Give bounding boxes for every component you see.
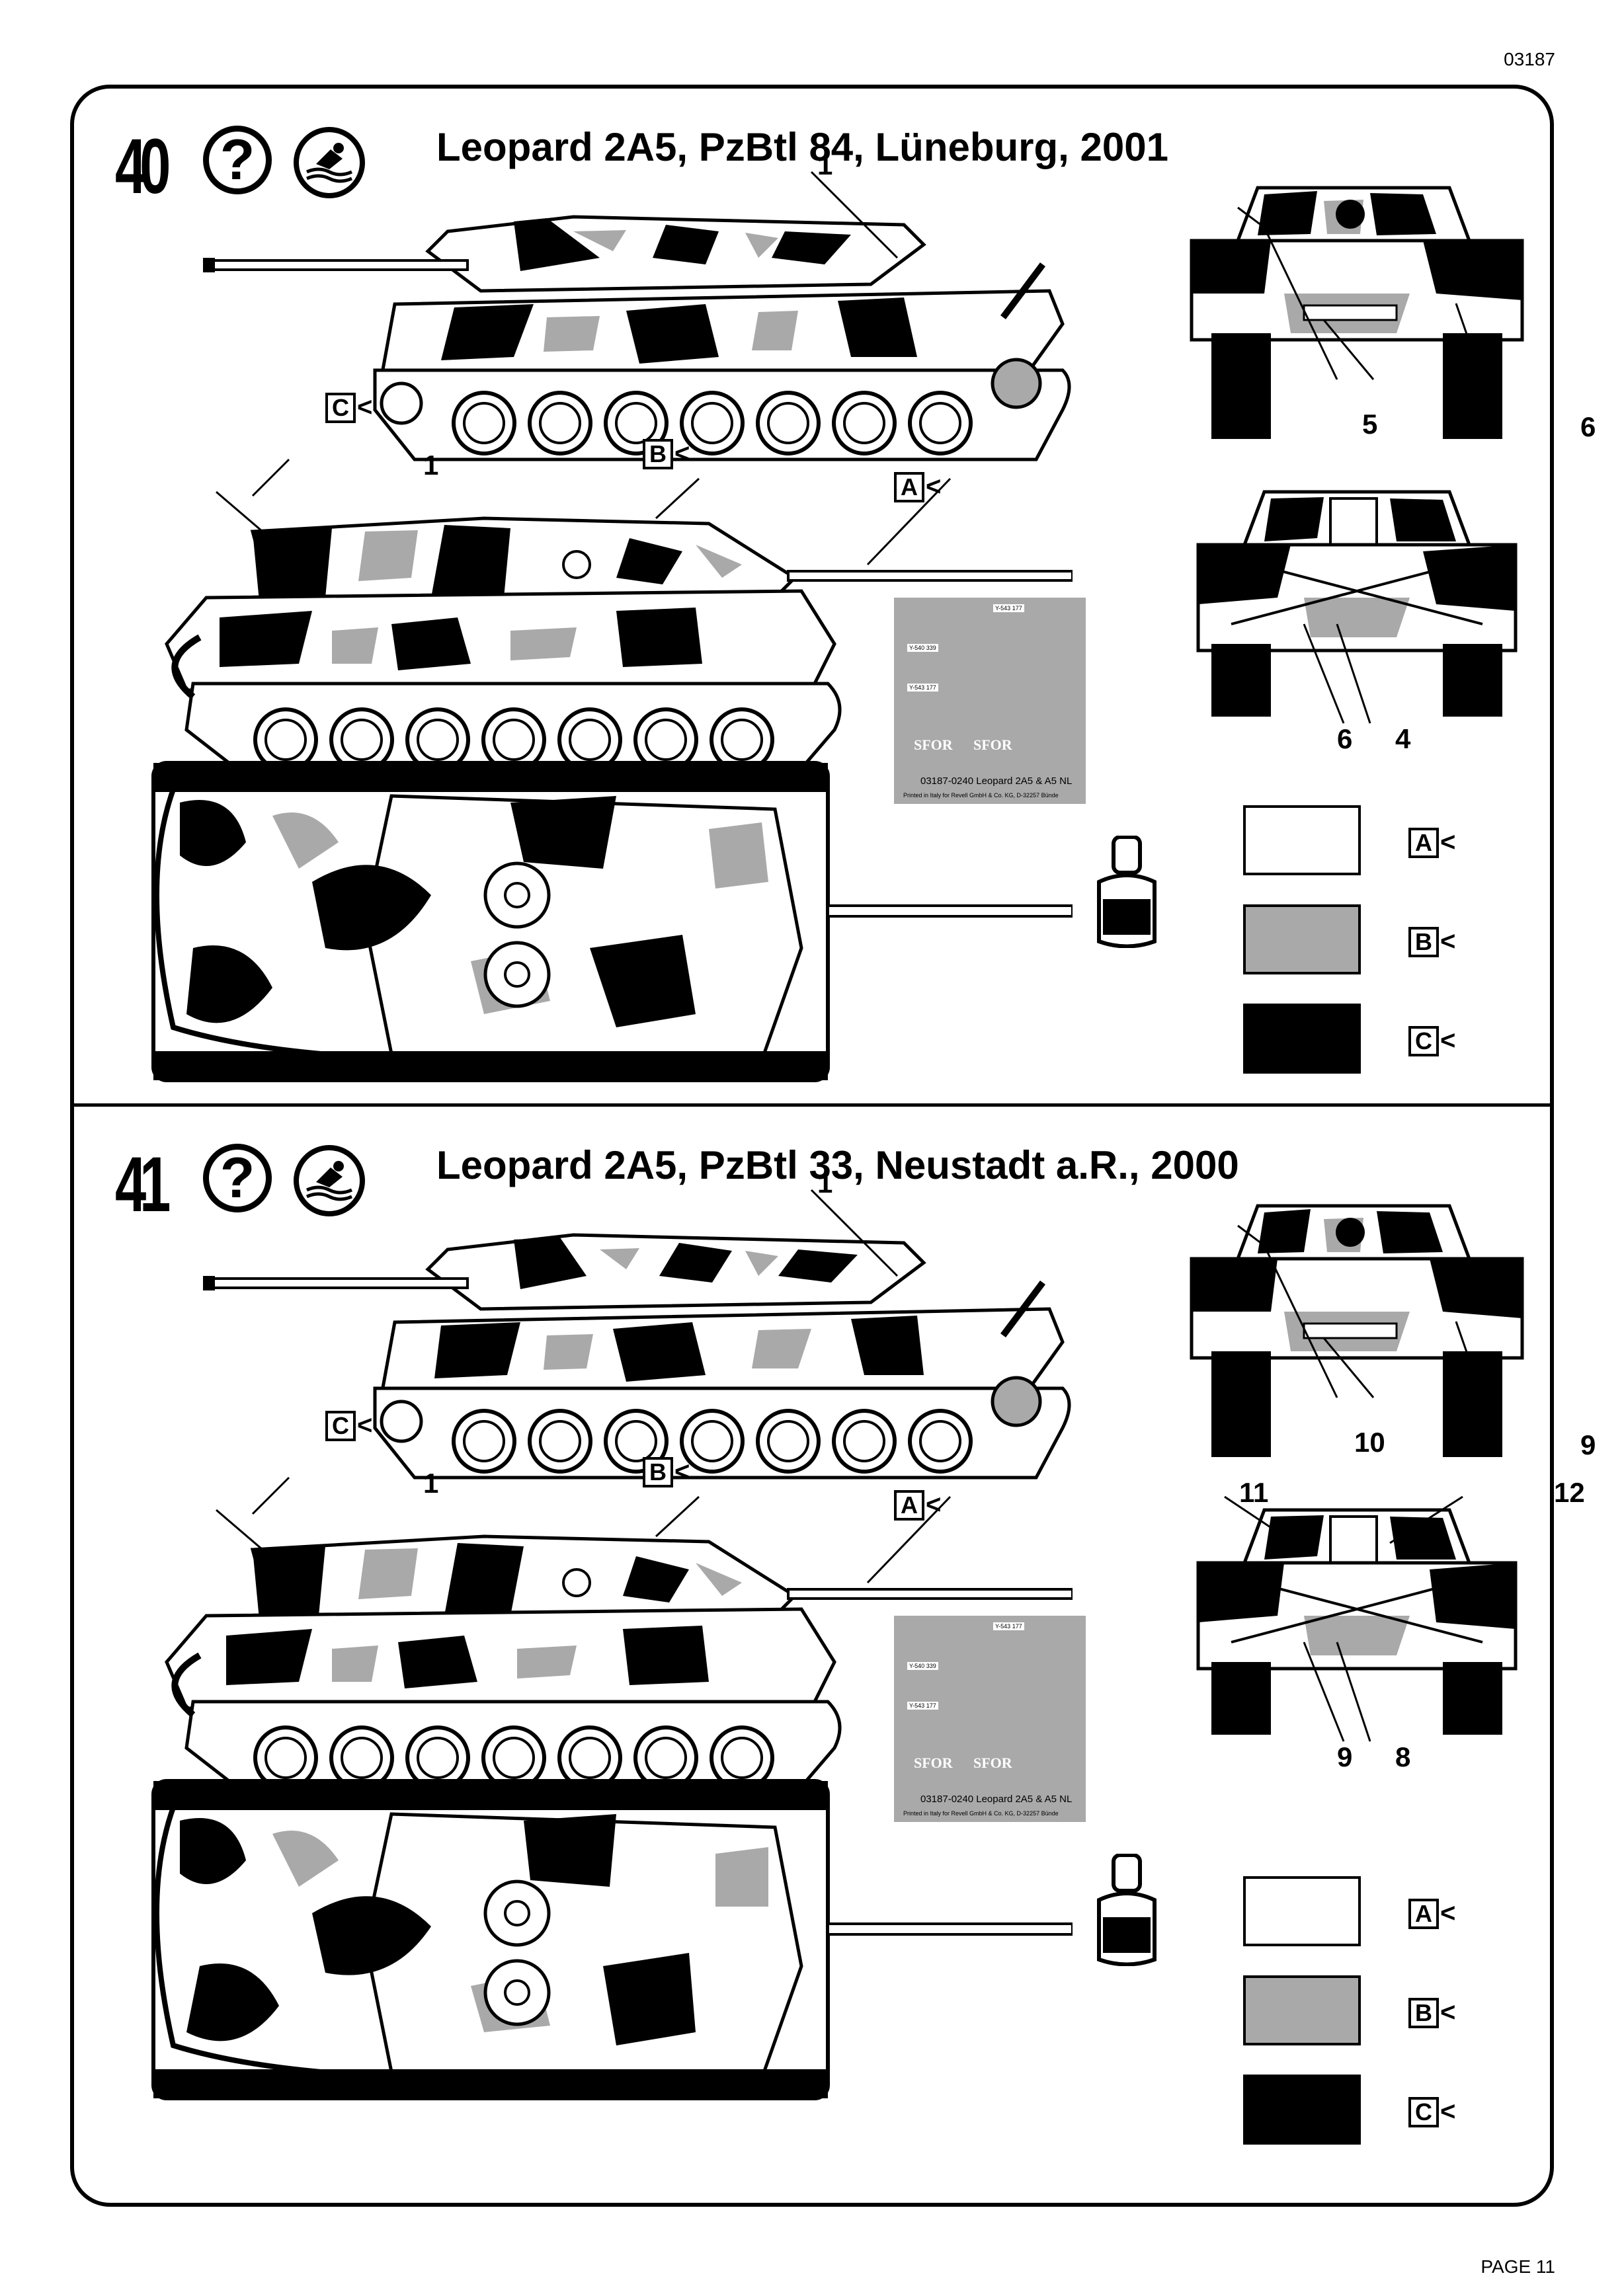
paint-code: B — [643, 1457, 673, 1487]
decal-callout-9: 9 — [1337, 1741, 1353, 1772]
number-plate-decal: Y-540 339 — [907, 644, 938, 652]
decal-sheet-code: 03187-0240 Leopard 2A5 & A5 NL — [920, 775, 1073, 787]
step-number: 40 — [115, 123, 171, 210]
step-number: 41 — [115, 1141, 171, 1228]
tank-rear-view — [1190, 186, 1524, 439]
paint-tag-b: B< — [643, 439, 690, 469]
paint-swatch-a — [1243, 805, 1361, 875]
instruction-frame — [70, 85, 1554, 2207]
decal-callout-1: 1 — [423, 1468, 439, 1499]
decal-callout-1: 1 — [817, 149, 833, 180]
paint-tag-b: B< — [1408, 927, 1455, 957]
decal-callout-6: 6 — [1580, 411, 1596, 442]
step-divider — [70, 1103, 1554, 1107]
decal-callout-11: 11 — [1239, 1477, 1269, 1508]
step-panel-41: 41 ? Leopard 2A5, PzBtl 33, Neustadt a.R… — [74, 1107, 1596, 2145]
decal-callout-2: 2 — [1197, 1287, 1213, 1318]
tank-front-view — [1196, 1495, 1518, 1742]
document-number: 03187 — [1504, 49, 1555, 69]
decal-callout-7: 7 — [1449, 1427, 1465, 1458]
decal-sheet: Y-543 177 Y-540 339 Y-543 177 SFOR SFOR … — [894, 1616, 1086, 1822]
decal-callout-1: 1 — [817, 1168, 833, 1199]
sfor-decal: SFOR — [914, 736, 953, 753]
paint-code: C — [325, 1411, 356, 1441]
decal-callout-12: 12 — [1554, 1477, 1585, 1508]
paint-swatch-c — [1243, 1004, 1361, 1074]
paint-swatch-b — [1243, 1975, 1361, 2045]
paint-swatch-a — [1243, 1876, 1361, 1946]
decal-callout-1: 1 — [423, 450, 439, 481]
paint-tag-c: C< — [325, 1411, 372, 1441]
step-panel-40: 40 ? Leopard 2A5, PzBtl 84, Lüneburg, 20… — [74, 89, 1596, 1100]
decal-callout-5: 5 — [1362, 409, 1378, 440]
page-number: PAGE 11 — [1481, 2256, 1555, 2277]
paint-code: B — [1408, 1998, 1439, 2028]
number-plate-decal: Y-543 177 — [907, 684, 938, 692]
decal-sheet-printer: Printed in Italy for Revell GmbH & Co. K… — [903, 1810, 1059, 1817]
paint-tag-a: A< — [894, 472, 941, 502]
tank-top-view — [151, 1779, 1073, 2100]
paint-tag-b: B< — [643, 1457, 690, 1487]
paint-swatch-b — [1243, 904, 1361, 974]
paint-tag-a: A< — [1408, 1899, 1455, 1929]
decal-sheet-code: 03187-0240 Leopard 2A5 & A5 NL — [920, 1794, 1073, 1805]
paint-tag-c: C< — [325, 393, 372, 423]
paint-code: A — [1408, 1899, 1439, 1929]
paint-tag-b: B< — [1408, 1998, 1455, 2028]
paint-code: C — [1408, 2097, 1439, 2127]
question-mark-icon: ? — [203, 1144, 272, 1212]
paint-code: A — [894, 1490, 924, 1521]
tank-side-view-left — [203, 171, 1071, 497]
decal-sheet-printer: Printed in Italy for Revell GmbH & Co. K… — [903, 792, 1059, 799]
decal-callout-3: 3 — [1449, 409, 1465, 440]
paint-tag-c: C< — [1408, 1026, 1455, 1056]
sfor-decal: SFOR — [914, 1755, 953, 1771]
decal-callout-6: 6 — [1337, 723, 1353, 754]
paint-tag-a: A< — [894, 1490, 941, 1521]
water-decal-icon — [294, 127, 365, 198]
decal-callout-2: 2 — [1197, 268, 1213, 299]
number-plate-decal: Y-540 339 — [907, 1662, 938, 1670]
sfor-decal: SFOR — [973, 1755, 1012, 1771]
paint-code: C — [1408, 1026, 1439, 1056]
tank-top-view — [151, 761, 1073, 1082]
tank-side-view-right — [165, 1495, 1073, 1796]
tank-front-view — [1196, 490, 1518, 724]
water-decal-icon — [294, 1145, 365, 1216]
decal-callout-9: 9 — [1580, 1429, 1596, 1460]
decal-sheet: Y-543 177 Y-540 339 Y-543 177 SFOR SFOR … — [894, 598, 1086, 804]
paint-swatch-c — [1243, 2075, 1361, 2145]
decal-callout-4: 4 — [1395, 723, 1411, 754]
paint-code: C — [325, 393, 356, 423]
paint-code: A — [894, 472, 924, 502]
tank-side-view-right — [165, 477, 1073, 778]
tank-rear-view — [1190, 1204, 1524, 1457]
paint-code: A — [1408, 828, 1439, 858]
decal-soft-bottle-icon — [1097, 836, 1157, 948]
decal-callout-8: 8 — [1395, 1741, 1411, 1772]
number-plate-decal: Y-543 177 — [993, 1622, 1024, 1630]
decal-soft-bottle-icon — [1097, 1854, 1157, 1966]
paint-tag-c: C< — [1408, 2097, 1455, 2127]
paint-tag-a: A< — [1408, 828, 1455, 858]
step-title: Leopard 2A5, PzBtl 33, Neustadt a.R., 20… — [436, 1143, 1239, 1187]
tank-side-view-left — [203, 1189, 1071, 1515]
number-plate-decal: Y-543 177 — [993, 604, 1024, 612]
number-plate-decal: Y-543 177 — [907, 1702, 938, 1710]
decal-callout-10: 10 — [1354, 1427, 1385, 1458]
paint-code: B — [1408, 927, 1439, 957]
step-title: Leopard 2A5, PzBtl 84, Lüneburg, 2001 — [436, 125, 1168, 169]
question-mark-icon: ? — [203, 126, 272, 194]
paint-code: B — [643, 439, 673, 469]
sfor-decal: SFOR — [973, 736, 1012, 753]
